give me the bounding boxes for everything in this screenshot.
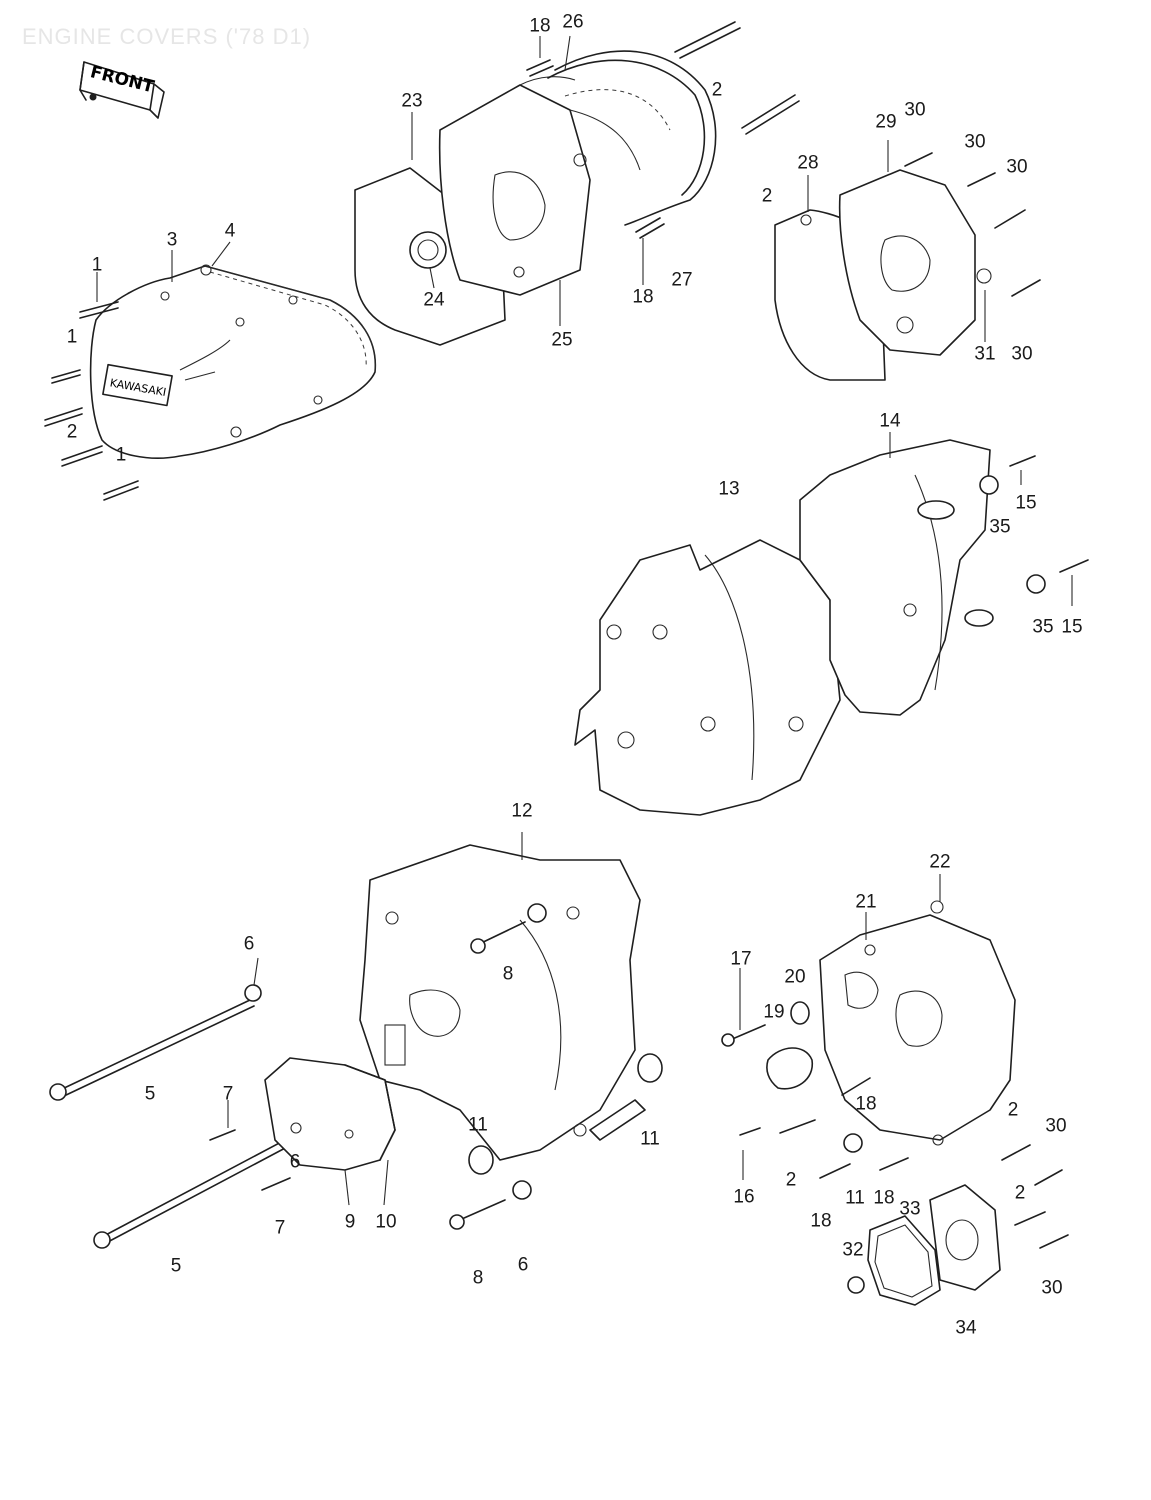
callout-15a: 15 — [1015, 492, 1037, 514]
callout-9: 9 — [344, 1211, 356, 1233]
callout-8b: 8 — [472, 1267, 484, 1289]
callout-28: 28 — [797, 152, 819, 174]
callout-34: 34 — [955, 1317, 977, 1339]
callout-7b: 7 — [274, 1217, 286, 1239]
cover-plate-part-9-10 — [264, 1057, 396, 1171]
callout-30a: 30 — [904, 99, 926, 121]
callout-22: 22 — [929, 851, 951, 873]
front-arrow-dot — [89, 93, 97, 101]
callout-30d: 30 — [1011, 343, 1033, 365]
callout-1a: 1 — [91, 254, 103, 276]
callout-3: 3 — [166, 229, 178, 251]
callout-30e: 30 — [1045, 1115, 1067, 1137]
callout-19: 19 — [763, 1001, 785, 1023]
callout-18e: 18 — [810, 1210, 832, 1232]
cover-nameplate — [102, 363, 173, 407]
callout-7a: 7 — [222, 1083, 234, 1105]
callout-10: 10 — [375, 1211, 397, 1233]
callout-15b: 15 — [1061, 616, 1083, 638]
callout-4: 4 — [224, 220, 236, 242]
callout-18a: 18 — [529, 15, 551, 37]
callout-14: 14 — [879, 410, 901, 432]
sprocket-cover-part-28 — [774, 169, 992, 381]
transmission-cover-part-12 — [359, 844, 641, 1161]
callout-23: 23 — [401, 90, 423, 112]
callout-35b: 35 — [1032, 616, 1054, 638]
callout-6c: 6 — [517, 1254, 529, 1276]
callout-11c: 11 — [845, 1187, 865, 1209]
callout-30f: 30 — [1041, 1277, 1063, 1299]
callout-11a: 11 — [468, 1114, 488, 1136]
callout-1c: 1 — [115, 444, 127, 466]
oil-pump-cover-part-21 — [819, 900, 1016, 1146]
front-badge: FRONT — [79, 61, 165, 119]
callout-6b: 6 — [289, 1151, 301, 1173]
callout-2d: 2 — [1007, 1099, 1019, 1121]
left-cover-bolts — [44, 301, 139, 501]
callout-21: 21 — [855, 891, 877, 913]
callout-26: 26 — [562, 11, 584, 33]
lower-right-fasteners — [721, 1001, 1069, 1249]
callout-8a: 8 — [502, 963, 514, 985]
callout-2e: 2 — [785, 1169, 797, 1191]
callout-18d: 18 — [873, 1187, 895, 1209]
callout-leaders — [96, 35, 1073, 1206]
cover-gasket-part-33-34 — [847, 1184, 1001, 1306]
callout-11b: 11 — [640, 1128, 660, 1150]
callout-27: 27 — [671, 269, 693, 291]
callout-1b: 1 — [66, 326, 78, 348]
callout-2f: 2 — [1014, 1182, 1026, 1204]
crankcase-fasteners-part-15-35 — [979, 455, 1089, 594]
callout-18b: 18 — [632, 286, 654, 308]
callout-5a: 5 — [144, 1083, 156, 1105]
generator-gasket-part-26-27 — [547, 50, 717, 226]
lower-left-fasteners — [49, 903, 663, 1249]
callout-20: 20 — [784, 966, 806, 988]
left-engine-cover-part-3: KAWASAKI — [89, 264, 377, 459]
crankcase-cover-part-13 — [574, 539, 841, 816]
callout-2a: 2 — [711, 79, 723, 101]
callout-2c: 2 — [66, 421, 78, 443]
callout-2b: 2 — [761, 185, 773, 207]
callout-17: 17 — [730, 948, 752, 970]
callout-12: 12 — [511, 800, 533, 822]
callout-30c: 30 — [1006, 156, 1028, 178]
callout-29: 29 — [875, 111, 897, 133]
callout-24: 24 — [423, 289, 445, 311]
callout-31: 31 — [974, 343, 996, 365]
callout-35a: 35 — [989, 516, 1011, 538]
callout-25: 25 — [551, 329, 573, 351]
callout-13: 13 — [718, 478, 740, 500]
callout-32: 32 — [842, 1239, 864, 1261]
top-bolts — [526, 21, 800, 239]
generator-cover-part-25 — [354, 76, 641, 346]
callout-18c: 18 — [855, 1093, 877, 1115]
callout-6a: 6 — [243, 933, 255, 955]
crankcase-cover-part-14 — [799, 439, 994, 716]
callout-33: 33 — [899, 1198, 921, 1220]
callout-30b: 30 — [964, 131, 986, 153]
callout-16: 16 — [733, 1186, 755, 1208]
diagram-title: ENGINE COVERS ('78 D1) — [22, 24, 312, 49]
callout-5b: 5 — [170, 1255, 182, 1277]
right-top-screws-part-30 — [904, 152, 1041, 297]
